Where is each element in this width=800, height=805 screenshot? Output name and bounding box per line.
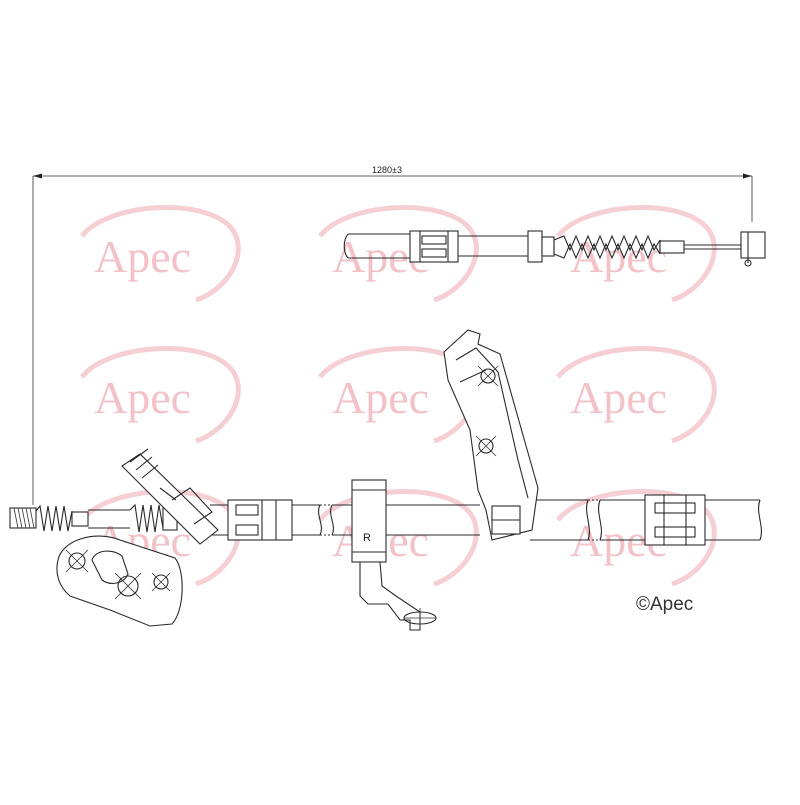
bolt-hole-icon [480, 368, 496, 384]
left-end-fitting [9, 503, 178, 533]
main-cable [88, 499, 762, 541]
mounting-bracket [443, 329, 539, 541]
cable-ferrule-left [227, 499, 293, 541]
arrow-left-icon [33, 173, 42, 179]
cable-clamp: R [351, 479, 437, 631]
svg-text:Apec: Apec [332, 372, 429, 423]
bolt-hole-icon [478, 438, 494, 454]
watermark: Apec [556, 205, 717, 303]
lever-plate [56, 535, 183, 627]
svg-text:Apec: Apec [570, 372, 667, 423]
threaded-end [9, 507, 37, 529]
bolt-hole-icon [117, 575, 139, 597]
part-marker-r: R [363, 532, 371, 544]
dimension-label: 1280±3 [372, 165, 402, 175]
svg-text:Apec: Apec [570, 231, 667, 282]
dimension-line: 1280±3 [32, 165, 753, 505]
watermark: Apec [318, 205, 479, 303]
bolt-hole-icon [68, 552, 86, 570]
arrow-right-icon [743, 173, 752, 179]
upper-cable-assembly [343, 230, 766, 267]
svg-text:Apec: Apec [94, 372, 191, 423]
watermark: Apec [80, 205, 241, 303]
svg-text:Apec: Apec [94, 231, 191, 282]
spring [35, 504, 73, 532]
left-bracket [121, 448, 219, 545]
cable-ferrule-right [644, 494, 706, 546]
copyright-label: ©Apec [636, 594, 693, 615]
watermark: Apec [556, 346, 717, 444]
bolt-hole-icon [153, 574, 169, 590]
watermark: Apec [80, 346, 241, 444]
